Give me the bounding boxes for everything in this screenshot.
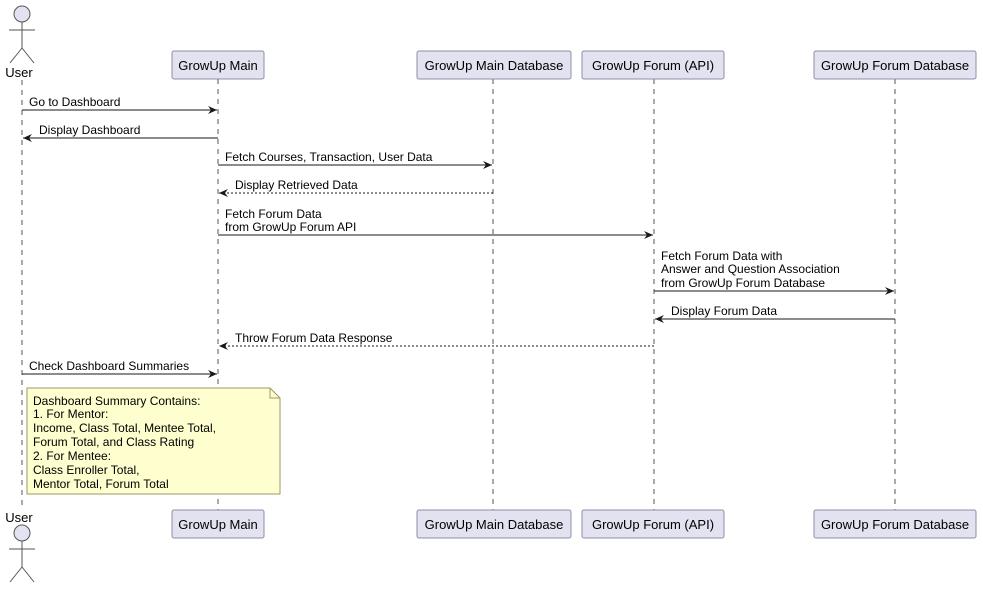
participant-label: GrowUp Main bbox=[178, 517, 257, 532]
message-label: Display Forum Data bbox=[671, 304, 777, 318]
message-label: Throw Forum Data Response bbox=[235, 331, 393, 345]
message-display-retrieved-data: Display Retrieved Data bbox=[219, 178, 493, 197]
participant-growup-main-top: GrowUp Main bbox=[171, 50, 265, 80]
message-label: Check Dashboard Summaries bbox=[29, 359, 189, 373]
message-label-line-3: from GrowUp Forum Database bbox=[661, 276, 825, 290]
message-display-dashboard: Display Dashboard bbox=[23, 123, 218, 142]
message-go-to-dashboard: Go to Dashboard bbox=[22, 95, 217, 114]
participant-growup-main-bottom: GrowUp Main bbox=[171, 509, 265, 539]
actor-label-top: User bbox=[5, 65, 33, 80]
message-throw-forum-data-response: Throw Forum Data Response bbox=[219, 331, 654, 350]
message-fetch-forum-data: Fetch Forum Data from GrowUp Forum API bbox=[218, 207, 653, 239]
note-line: Class Enroller Total, bbox=[33, 463, 140, 477]
note-line: 1. For Mentor: bbox=[33, 407, 108, 421]
message-label: Display Dashboard bbox=[39, 123, 140, 137]
actor-user-bottom: User bbox=[5, 510, 35, 583]
participant-label: GrowUp Forum (API) bbox=[592, 58, 714, 73]
message-fetch-forum-data-with-association: Fetch Forum Data with Answer and Questio… bbox=[654, 249, 894, 295]
participant-growup-forum-api-bottom: GrowUp Forum (API) bbox=[581, 509, 725, 539]
note-line: 2. For Mentee: bbox=[33, 449, 111, 463]
note-line: Mentor Total, Forum Total bbox=[33, 477, 169, 491]
participant-growup-main-db-top: GrowUp Main Database bbox=[416, 50, 572, 80]
participant-growup-forum-db-top: GrowUp Forum Database bbox=[813, 50, 977, 80]
participant-label: GrowUp Main Database bbox=[425, 58, 564, 73]
message-label-line-2: from GrowUp Forum API bbox=[225, 220, 356, 234]
participant-growup-forum-db-bottom: GrowUp Forum Database bbox=[813, 509, 977, 539]
note-line: Forum Total, and Class Rating bbox=[33, 435, 194, 449]
note-dashboard-summary: Dashboard Summary Contains: 1. For Mento… bbox=[26, 387, 281, 495]
message-fetch-courses: Fetch Courses, Transaction, User Data bbox=[218, 150, 492, 169]
message-label-line-1: Fetch Forum Data bbox=[225, 207, 322, 221]
participant-growup-main-db-bottom: GrowUp Main Database bbox=[416, 509, 572, 539]
participant-label: GrowUp Forum Database bbox=[821, 58, 969, 73]
actor-label-bottom: User bbox=[5, 510, 33, 525]
actor-user-top: User bbox=[5, 5, 35, 80]
note-line: Dashboard Summary Contains: bbox=[33, 394, 200, 408]
participant-label: GrowUp Forum (API) bbox=[592, 517, 714, 532]
participant-label: GrowUp Main Database bbox=[425, 517, 564, 532]
message-label-line-1: Fetch Forum Data with bbox=[661, 249, 782, 263]
message-label: Fetch Courses, Transaction, User Data bbox=[225, 150, 433, 164]
message-label: Go to Dashboard bbox=[29, 95, 120, 109]
participant-label: GrowUp Forum Database bbox=[821, 517, 969, 532]
message-check-dashboard-summaries: Check Dashboard Summaries bbox=[22, 359, 217, 378]
participant-label: GrowUp Main bbox=[178, 58, 257, 73]
participant-growup-forum-api-top: GrowUp Forum (API) bbox=[581, 50, 725, 80]
note-line: Income, Class Total, Mentee Total, bbox=[33, 421, 216, 435]
message-label-line-2: Answer and Question Association bbox=[661, 262, 840, 276]
message-label: Display Retrieved Data bbox=[235, 178, 358, 192]
message-display-forum-data: Display Forum Data bbox=[655, 304, 895, 323]
